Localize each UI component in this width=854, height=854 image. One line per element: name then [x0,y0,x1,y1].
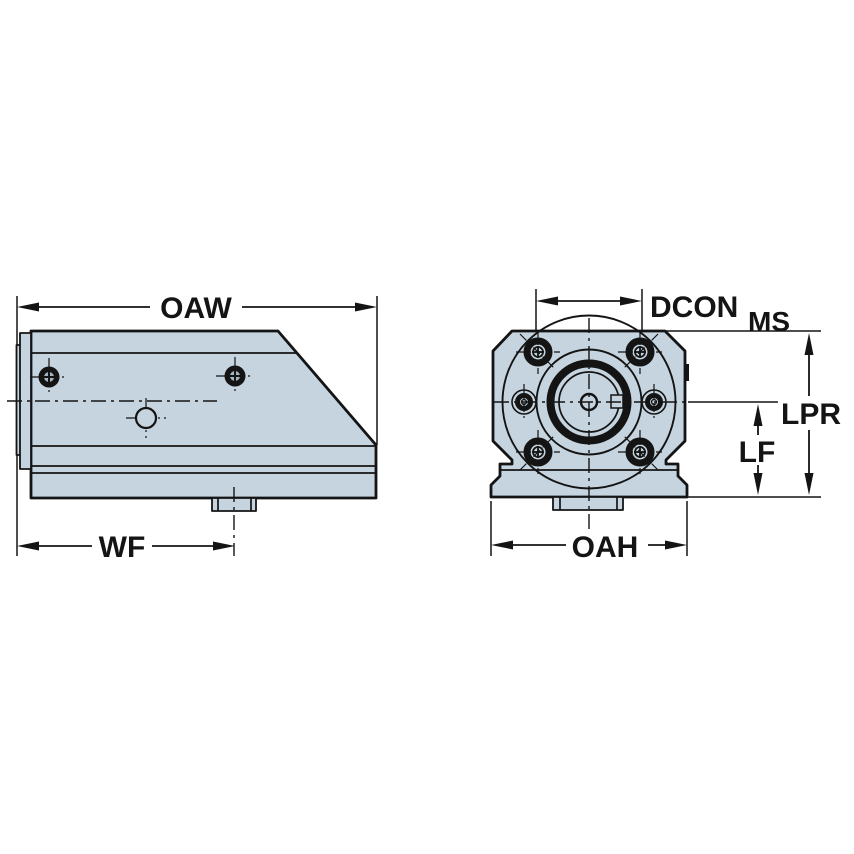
label-dcon: DCON [650,291,738,324]
dimension-dcon: DCON MS [535,289,790,337]
side-screw-left [30,358,68,396]
dimension-lpr: LPR [781,333,841,495]
dimension-oah: OAH [490,501,688,564]
label-lpr: LPR [781,398,841,431]
label-lf: LF [739,436,776,469]
label-ms: MS [748,306,790,337]
dimension-oaw: OAW [16,292,378,445]
side-view-body [29,329,378,500]
dimension-lf: LF [739,404,776,495]
position-mark [126,398,166,438]
front-screw-bottom-right [618,430,662,474]
front-screw-left-side [511,384,537,420]
side-nub [684,364,689,381]
front-view [489,314,689,530]
side-view [7,329,378,512]
label-oaw: OAW [160,292,232,325]
front-screw-right-side [641,384,667,420]
label-oah: OAH [572,531,639,564]
label-wf: WF [99,531,146,564]
front-screw-top-right [618,330,662,374]
reference-lines [666,330,821,498]
front-screw-bottom-left [516,430,560,474]
front-key-tab [552,496,624,511]
front-screw-top-left [516,330,560,374]
dimension-wf: WF [16,455,235,564]
side-screw-right [216,357,254,395]
